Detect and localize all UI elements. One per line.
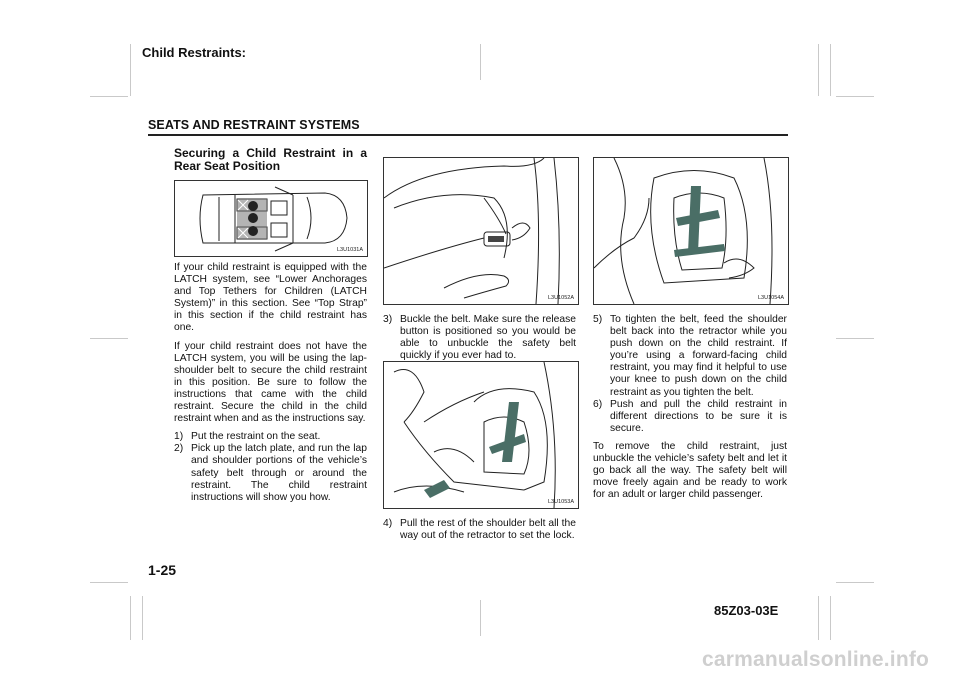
list-item: 1)Put the restraint on the seat.	[174, 431, 321, 443]
crop-mark	[830, 596, 831, 640]
figure-tighten-belt: L3U1054A	[593, 157, 789, 305]
crop-mark	[836, 582, 874, 583]
crop-mark	[90, 582, 128, 583]
crop-mark	[130, 44, 131, 96]
column-3-body: 5)To tighten the belt, feed the shoulder…	[593, 314, 787, 507]
document-id: 85Z03-03E	[714, 603, 779, 618]
figure-pull-shoulder-belt: L3U1053A	[383, 361, 579, 509]
list-item: 2)Pick up the latch plate, and run the l…	[174, 443, 367, 503]
crop-mark	[818, 596, 819, 640]
header-rule	[148, 134, 788, 136]
figure-code: L3U1054A	[758, 295, 784, 301]
buckle-illustration	[384, 158, 560, 304]
paragraph: If your child restraint does not have th…	[174, 340, 367, 425]
figure-car-top-view: L3U1031A	[174, 180, 368, 257]
steps-list: 4)Pull the rest of the shoulder belt all…	[383, 518, 576, 542]
crop-mark	[480, 44, 481, 80]
steps-list: 1)Put the restraint on the seat. 2)Pick …	[174, 431, 367, 504]
paragraph: If your child restraint is equipped with…	[174, 262, 367, 334]
forward-seat-illustration	[594, 158, 773, 304]
column-2-step-3: 3)Buckle the belt. Make sure the release…	[383, 314, 576, 362]
column-1: Securing a Child Restraint in a Rear Sea…	[174, 147, 367, 179]
crop-mark	[90, 96, 128, 97]
list-item: 4)Pull the rest of the shoulder belt all…	[383, 518, 576, 542]
section-heading: Securing a Child Restraint in a Rear Sea…	[174, 146, 367, 173]
list-item: 3)Buckle the belt. Make sure the release…	[383, 314, 576, 362]
crop-mark	[480, 600, 481, 636]
car-top-view-illustration	[199, 186, 348, 252]
crop-mark	[142, 596, 143, 640]
crop-mark	[836, 338, 874, 339]
figure-code: L3U1052A	[548, 295, 574, 301]
column-1-body: If your child restraint is equipped with…	[174, 262, 367, 504]
figure-code: L3U1053A	[548, 499, 574, 505]
crop-mark	[836, 96, 874, 97]
steps-list: 3)Buckle the belt. Make sure the release…	[383, 314, 576, 362]
steps-list: 5)To tighten the belt, feed the shoulder…	[593, 314, 787, 435]
crop-mark	[818, 44, 819, 96]
figure-buckle-belt: L3U1052A	[383, 157, 579, 305]
crop-mark	[130, 596, 131, 640]
list-item: 5)To tighten the belt, feed the shoulder…	[593, 314, 787, 398]
section-title: SEATS AND RESTRAINT SYSTEMS	[148, 118, 360, 132]
watermark: carmanualsonline.info	[702, 648, 930, 671]
crop-mark	[90, 338, 128, 339]
column-2-step-4: 4)Pull the rest of the shoulder belt all…	[383, 518, 576, 542]
figure-code: L3U1031A	[337, 247, 363, 253]
child-seat-illustration	[393, 362, 556, 508]
crop-mark	[830, 44, 831, 96]
chapter-tab: Child Restraints:	[142, 45, 247, 60]
paragraph: To remove the child restraint, just unbu…	[593, 440, 787, 501]
list-item: 6)Push and pull the child restraint in d…	[593, 398, 787, 434]
page-number: 1-25	[148, 562, 177, 578]
